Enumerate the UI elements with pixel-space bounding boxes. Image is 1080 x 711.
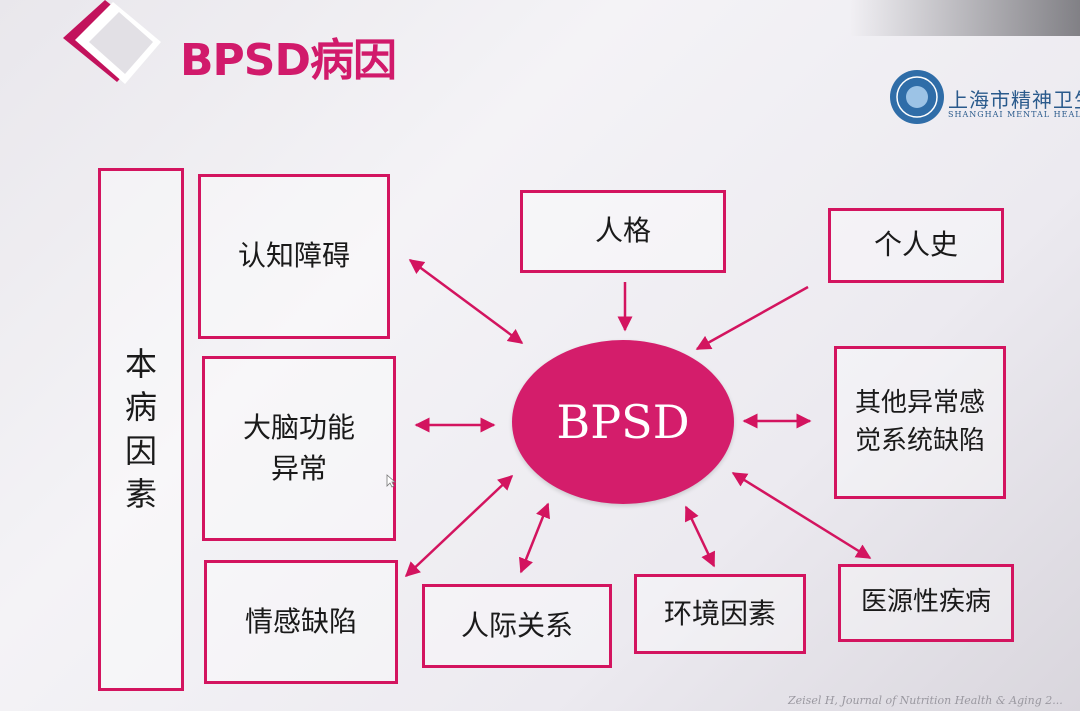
node-cognitive: 认知障碍 xyxy=(198,174,390,339)
node-brain-line1: 大脑功能 xyxy=(242,410,355,444)
node-cognitive-label: 认知障碍 xyxy=(237,239,350,273)
node-personality: 人格 xyxy=(520,190,726,273)
arrow-emotion xyxy=(404,474,514,578)
institution-subtitle: SHANGHAI MENTAL HEALTH C xyxy=(948,110,1080,119)
slide-logo-icon xyxy=(63,0,161,84)
node-sensory-line1: 其他异常感 xyxy=(854,387,985,418)
node-iatrogenic: 医源性疾病 xyxy=(838,564,1014,642)
mouse-cursor-icon xyxy=(386,474,396,488)
center-node-label: BPSD xyxy=(556,395,690,449)
node-emotion: 情感缺陷 xyxy=(204,560,398,684)
node-personality-label: 人格 xyxy=(594,214,651,248)
node-brain: 大脑功能 异常 xyxy=(202,356,396,541)
institution-name: 上海市精神卫生中 xyxy=(948,88,1080,112)
center-node: BPSD xyxy=(512,340,734,504)
node-iatrogenic-label: 医源性疾病 xyxy=(860,587,991,618)
node-environment-label: 环境因素 xyxy=(663,596,776,630)
arrow-environment xyxy=(684,505,716,568)
node-emotion-label: 情感缺陷 xyxy=(244,604,357,638)
node-brain-line2: 异常 xyxy=(270,451,327,485)
left-column-label: 本病因素 xyxy=(124,345,157,513)
citation-footer: Zeisel H, Journal of Nutrition Health & … xyxy=(788,694,1063,707)
arrow-cognitive xyxy=(408,258,524,345)
arrow-history xyxy=(695,285,809,351)
node-sensory-line2: 觉系统缺陷 xyxy=(854,425,985,456)
screen-edge-shadow xyxy=(850,0,1080,36)
institution-logo-icon xyxy=(890,70,944,124)
node-environment: 环境因素 xyxy=(634,574,806,654)
node-interpersonal: 人际关系 xyxy=(422,584,612,668)
arrow-interpersonal xyxy=(519,502,550,574)
node-sensory: 其他异常感 觉系统缺陷 xyxy=(834,346,1006,499)
node-interpersonal-label: 人际关系 xyxy=(460,608,573,642)
arrow-iatrogenic xyxy=(731,471,872,560)
left-column-box: 本病因素 xyxy=(98,168,184,691)
node-history-label: 个人史 xyxy=(873,228,958,262)
slide-title: BPSD病因 xyxy=(180,35,397,86)
node-history: 个人史 xyxy=(828,208,1004,283)
